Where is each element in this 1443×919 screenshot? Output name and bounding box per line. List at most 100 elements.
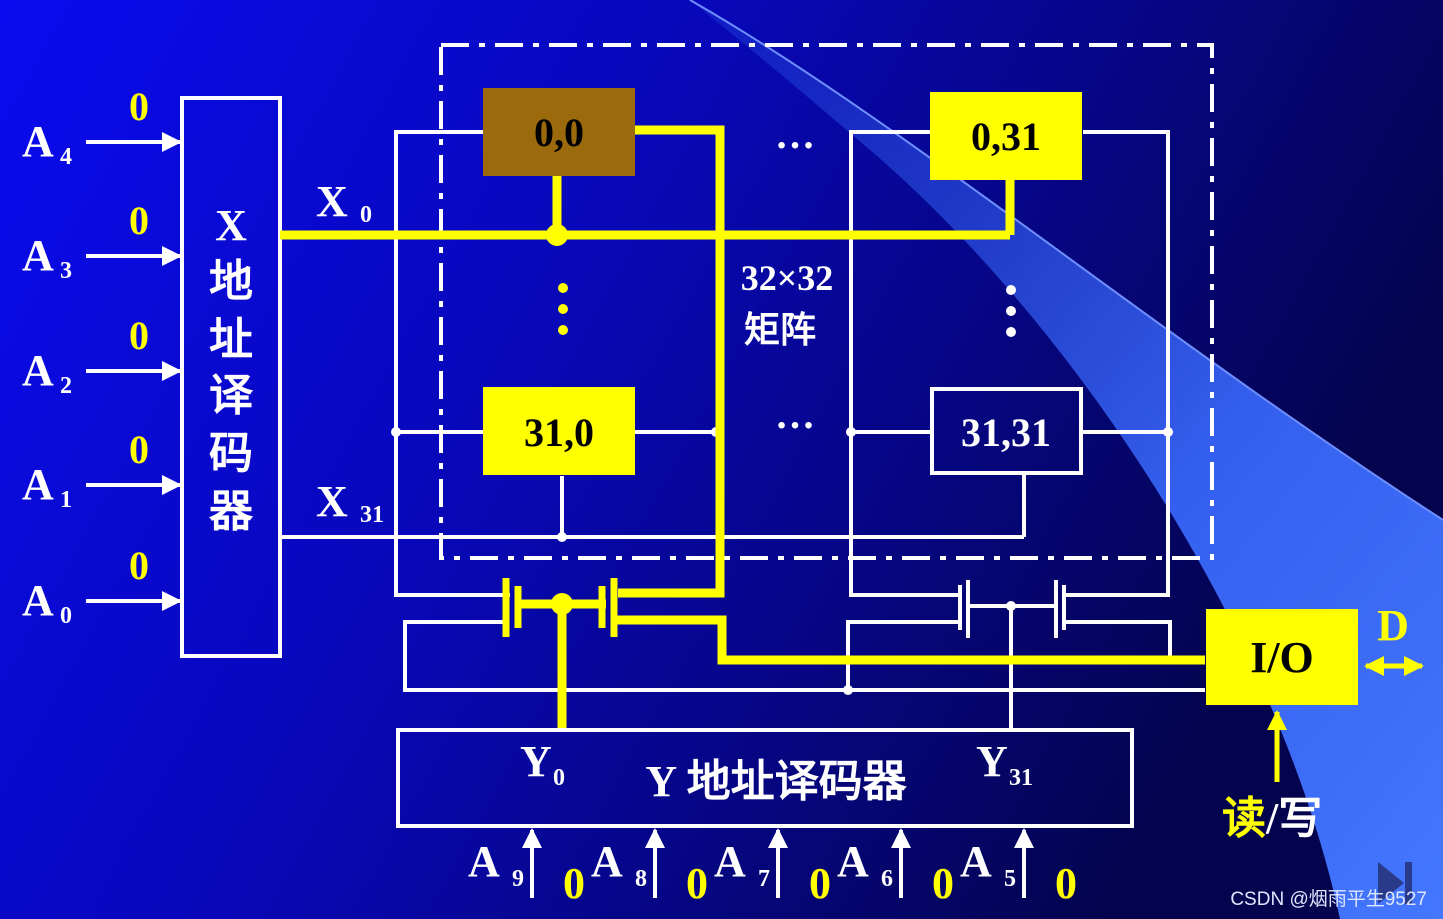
address-pin-name: A: [837, 837, 869, 886]
x-decoder-char: 地: [209, 257, 253, 306]
address-pin-index: 0: [60, 603, 72, 629]
address-pin-index: 8: [635, 866, 647, 892]
row-ellipsis-bottom: …: [775, 392, 815, 437]
x-decoder-char: 址: [209, 315, 253, 364]
y0-label: Y 0: [520, 737, 565, 791]
data-line-label: D: [1377, 601, 1409, 650]
address-pin-name: A: [22, 231, 54, 280]
active-access-path: [280, 125, 1205, 730]
svg-text:Y: Y: [520, 737, 552, 786]
memory-cell-0-0: 0,0: [483, 88, 635, 176]
address-bit-value: 0: [1055, 859, 1077, 908]
address-pin-name: A: [22, 460, 54, 509]
svg-text:31,0: 31,0: [524, 410, 594, 455]
data-line-active: [614, 615, 1205, 665]
svg-text:31: 31: [360, 502, 384, 528]
data-bus-lower: [403, 620, 1205, 692]
address-pin-name: A: [591, 837, 623, 886]
bitline-right-b: [1064, 130, 1170, 597]
svg-text:X: X: [316, 177, 348, 226]
svg-text:/写: /写: [1265, 794, 1322, 843]
svg-text:0,0: 0,0: [534, 110, 584, 155]
memory-cell-31-0: 31,0: [483, 387, 635, 475]
column-ellipsis-right: [1006, 285, 1016, 337]
watermark: CSDN @烟雨平生9527: [1230, 888, 1427, 910]
svg-text:X: X: [316, 477, 348, 526]
memory-cell-31-31: 31,31: [930, 387, 1083, 475]
bitline-active-right: [618, 125, 725, 598]
y0-transmission-gates: [502, 578, 618, 637]
column-ellipsis-left: [558, 283, 568, 335]
y-decoder-label: Y 地址译码器: [645, 757, 907, 806]
bitline-right-a: [849, 130, 960, 597]
address-pin-index: 5: [1004, 866, 1016, 892]
svg-text:0,31: 0,31: [971, 114, 1041, 159]
address-bit-value: 0: [686, 859, 708, 908]
svg-text:31: 31: [1009, 765, 1033, 791]
bit-lines: [280, 130, 1205, 730]
address-pin-index: 6: [881, 866, 893, 892]
x-decoder-char: X: [215, 201, 247, 250]
matrix-size-label: 32×32: [741, 258, 834, 298]
y31-label: Y 31: [976, 737, 1033, 791]
address-pin-name: A: [714, 837, 746, 886]
data-bus-right-left: [846, 620, 958, 690]
y-address-decoder: [396, 728, 1134, 828]
address-bit-value: 0: [932, 859, 954, 908]
address-bit-value: 0: [129, 198, 149, 243]
matrix-boundary: [439, 43, 1214, 560]
address-pin-index: 2: [60, 373, 72, 399]
svg-text:0: 0: [360, 202, 372, 228]
svg-text:0: 0: [553, 765, 565, 791]
address-bit-value: 0: [129, 427, 149, 472]
x0-label: X 0: [316, 177, 372, 228]
address-pin-index: 4: [60, 144, 72, 170]
address-pin-index: 9: [512, 866, 524, 892]
x-decoder-char: 译: [209, 371, 254, 420]
svg-text:31,31: 31,31: [961, 410, 1051, 455]
y31-transmission-gates: [958, 580, 1066, 638]
read-write-label: 读 /写: [1222, 794, 1322, 843]
svg-text:读: 读: [1222, 794, 1266, 843]
beam-edge: [689, 0, 1443, 521]
x31-label: X 31: [316, 477, 384, 528]
address-pin-name: A: [960, 837, 992, 886]
address-pin-index: 3: [60, 258, 72, 284]
memory-cell-0-31: 0,31: [930, 92, 1082, 180]
light-beam-decoration: [690, 0, 1443, 919]
address-pin-name: A: [468, 837, 500, 886]
x-decoder-char: 器: [209, 487, 254, 536]
address-pin-name: A: [22, 346, 54, 395]
address-bit-value: 0: [563, 859, 585, 908]
active-junctions: [546, 224, 573, 615]
address-pin-name: A: [22, 117, 54, 166]
row-ellipsis-top: …: [775, 112, 815, 157]
address-bit-value: 0: [129, 313, 149, 358]
matrix-name-label: 矩阵: [744, 310, 816, 350]
address-bit-value: 0: [129, 84, 149, 129]
bitline-left-a: [394, 130, 510, 597]
address-pin-index: 1: [60, 487, 72, 513]
x-decoder-char: 码: [209, 429, 253, 478]
x-address-decoder: [180, 96, 282, 658]
slide-end-button[interactable]: [1378, 862, 1412, 904]
address-pin-name: A: [22, 576, 54, 625]
io-label: I/O: [1250, 633, 1314, 682]
address-pin-index: 7: [758, 866, 770, 892]
address-bit-value: 0: [129, 543, 149, 588]
io-circuit: [1206, 609, 1358, 705]
